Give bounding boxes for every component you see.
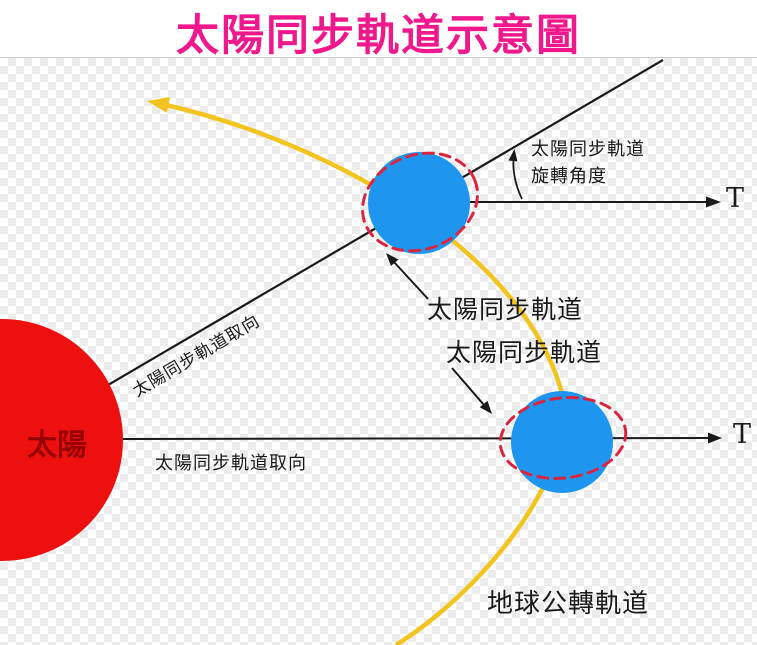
earth-revolution-curve [156,100,569,645]
t-axis-lower-arrowhead-icon [708,432,722,444]
orbit-lower-pointer-arrowhead-icon [479,400,492,414]
earth-revolution-label: 地球公轉軌道 [487,589,650,619]
orbit-upper-pointer-arrowhead-icon [386,253,399,266]
t-axis-upper-arrowhead-icon [706,196,721,208]
horizontal-orientation-label: 太陽同步軌道取向 [155,453,307,474]
orbit-dashed-ellipse-upper [361,151,479,253]
rotation-angle-label-line2: 旋轉角度 [531,166,607,187]
rotation-angle-arrowhead-icon [508,149,518,162]
earth-upper-circle [368,152,470,254]
orbit-lower-pointer-line [451,367,485,406]
earth-lower-circle [511,391,613,493]
page-title: 太陽同步軌道示意圖 [176,11,581,61]
sun-label: 太陽 [27,428,87,463]
t-axis-lower-label: T [733,419,752,450]
orbit-lower-label: 太陽同步軌道 [446,338,603,367]
sun-circle [0,319,123,561]
rotation-angle-label: 太陽同步軌道 旋轉角度 [531,136,645,190]
rotation-angle-label-line1: 太陽同步軌道 [531,139,645,160]
t-axis-upper-label: T [726,183,745,214]
orbit-upper-pointer-line [393,261,429,300]
orbit-upper-label: 太陽同步軌道 [427,295,584,324]
revolution-arrowhead-icon [147,97,170,113]
transparency-checker-background [0,58,757,645]
t-axis-lower-line [122,437,710,440]
orbit-dashed-ellipse-lower [498,396,628,480]
title-divider [0,57,757,58]
